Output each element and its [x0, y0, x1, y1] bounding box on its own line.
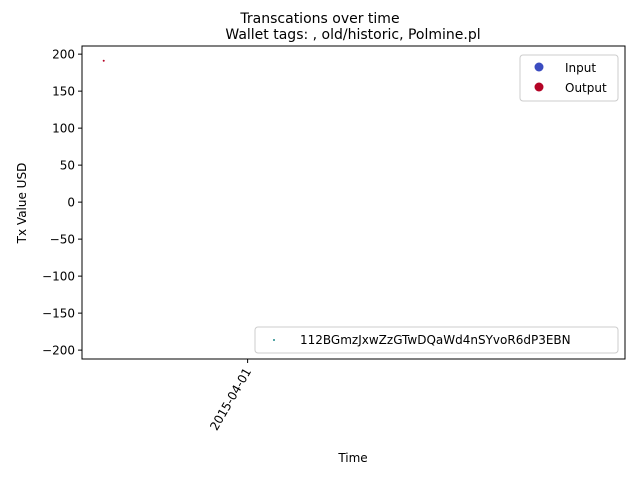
legend-input-marker [534, 62, 544, 72]
legend-output-label: Output [565, 81, 607, 95]
y-axis: 200 150 100 50 0 −50 −100 −150 −200 [42, 48, 82, 358]
x-tick-label: 2015-04-01 [207, 366, 254, 433]
y-tick-label: 150 [52, 85, 75, 99]
y-tick-label: −100 [42, 270, 75, 284]
legend-top-frame [519, 54, 619, 102]
y-axis-label-group: Tx Value USD [15, 163, 29, 245]
y-tick-label: 50 [60, 159, 75, 173]
y-axis-label: Tx Value USD [15, 163, 29, 245]
y-tick-label: −150 [42, 307, 75, 321]
y-tick-label: 200 [52, 48, 75, 62]
x-axis: 2015-04-01 [207, 359, 254, 433]
y-tick-label: −200 [42, 344, 75, 358]
y-tick-label: 0 [67, 196, 75, 210]
legend-bottom-frame [254, 326, 619, 354]
legend-bottom: 112BGmzJxwZzGTwDQaWd4nSYvoR6dP3EBN [254, 326, 619, 354]
legend-address-label: 112BGmzJxwZzGTwDQaWd4nSYvoR6dP3EBN [300, 333, 571, 347]
y-tick-label: −50 [50, 233, 75, 247]
legend-input-label: Input [565, 61, 596, 75]
x-axis-label: Time [337, 451, 367, 465]
data-points [102, 59, 105, 62]
chart-suptitle: Transcations over time [239, 11, 399, 27]
data-point [102, 59, 105, 62]
legend-address-marker [273, 339, 275, 341]
y-tick-label: 100 [52, 122, 75, 136]
chart-title: Wallet tags: , old/historic, Polmine.pl [225, 27, 480, 43]
legend-output-marker [534, 82, 544, 92]
legend-top: Input Output [519, 54, 619, 102]
